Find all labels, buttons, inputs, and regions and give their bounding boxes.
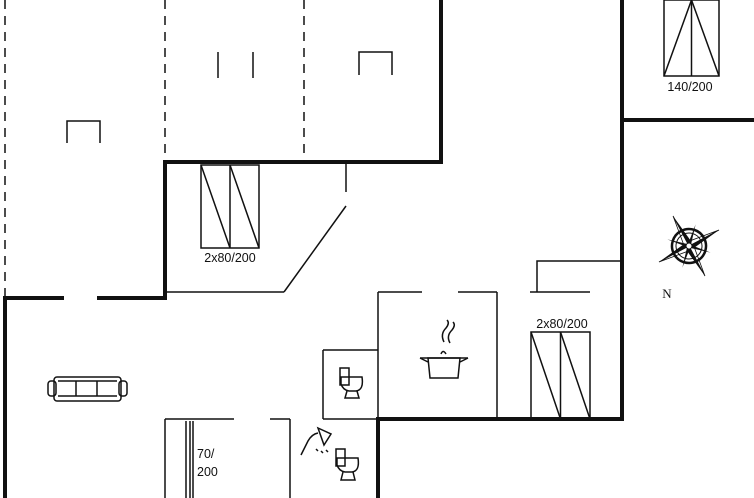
toilet-icon-bath <box>335 448 360 481</box>
bed-top-right-label: 140/200 <box>667 80 712 94</box>
toilet-icon <box>339 367 364 399</box>
bed-bottom: 70/ 200 <box>185 421 218 498</box>
bed-right: 2x80/200 <box>530 317 591 420</box>
compass-icon <box>658 215 720 277</box>
bed-upper-left: 2x80/200 <box>200 164 260 265</box>
shower-icon <box>300 426 333 456</box>
compass-north-label: N <box>662 286 672 301</box>
dashed-partitions <box>4 0 305 298</box>
cooking-pot-icon <box>419 319 469 379</box>
sofa-icon <box>47 376 128 402</box>
window-marks <box>66 51 393 143</box>
bed-upper-left-label: 2x80/200 <box>204 251 255 265</box>
bed-top-right: 140/200 <box>663 0 720 94</box>
bed-bottom-label-line2: 200 <box>197 465 218 479</box>
bed-right-label: 2x80/200 <box>536 317 587 331</box>
bed-bottom-label-line1: 70/ <box>197 447 215 461</box>
walls <box>3 0 754 498</box>
interior-lines <box>164 162 622 498</box>
